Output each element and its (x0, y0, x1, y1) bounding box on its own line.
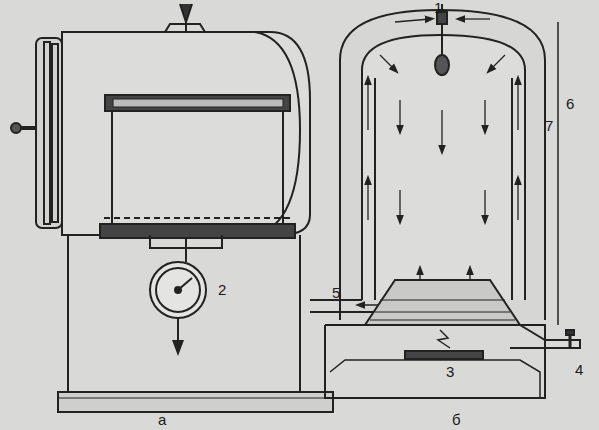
callout-number: 6 (566, 96, 574, 111)
autoclave-a (11, 4, 333, 412)
callout-number: 5 (332, 285, 340, 300)
callout-number: 4 (575, 362, 583, 377)
callout-number: 3 (446, 364, 454, 379)
sterilizer-b (310, 4, 580, 398)
callout-number: 7 (545, 118, 553, 133)
callout-number: 2 (218, 282, 226, 297)
callout-number: 1 (434, 0, 442, 15)
callout-number: а (158, 412, 166, 427)
callout-number: б (452, 412, 461, 427)
